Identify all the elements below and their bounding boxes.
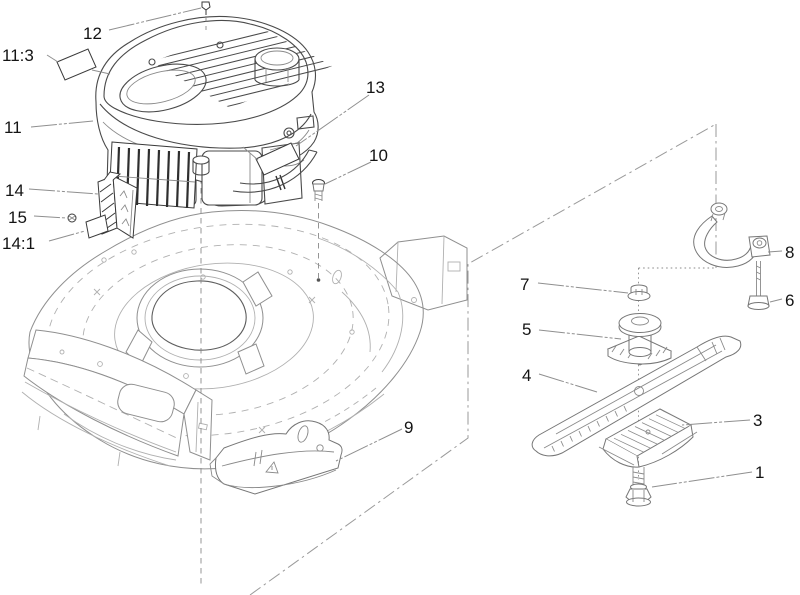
- deck-rear-bracket: [379, 235, 468, 311]
- callout-label-10: 10: [369, 146, 388, 165]
- callout-label-4: 4: [522, 366, 531, 385]
- leader-8: [767, 250, 783, 253]
- callout-label-9: 9: [404, 418, 413, 437]
- callout-label-12: 12: [83, 24, 102, 43]
- crankshaft-stub: [192, 155, 210, 176]
- callout-label-14-1: 14:1: [2, 234, 35, 253]
- callout-label-3: 3: [753, 411, 762, 430]
- leader-5: [538, 329, 622, 340]
- leader-7: [537, 282, 629, 294]
- callout-label-11: 11: [4, 118, 22, 137]
- leader-14-1: [48, 230, 86, 242]
- deck-screw-holes: [93, 249, 355, 434]
- callout-label-1: 1: [755, 463, 764, 482]
- callouts: 12 11:3 11 14 15 14:1 13 10 9 8 7 6 5 4 …: [2, 7, 794, 488]
- leader-3: [681, 419, 751, 426]
- leader-6: [769, 298, 783, 303]
- callout-label-13: 13: [366, 78, 385, 97]
- leader-10: [324, 161, 372, 185]
- callout-label-5: 5: [522, 320, 531, 339]
- screw-15-drawing: [67, 213, 77, 223]
- fuel-cap: [254, 47, 300, 87]
- leader-15: [33, 215, 67, 219]
- deck-front-bumper: [21, 329, 213, 467]
- bolt-10-drawing: [312, 179, 325, 201]
- nut-7-drawing: [627, 284, 651, 301]
- callout-label-7: 7: [520, 275, 529, 294]
- bolt-1-drawing: [625, 467, 652, 507]
- leader-9: [335, 428, 403, 462]
- leader-14: [28, 188, 99, 195]
- bracket-8-drawing: [693, 202, 771, 268]
- leader-12: [108, 7, 202, 31]
- callout-label-6: 6: [785, 291, 794, 310]
- brake-cable-arc: [232, 151, 318, 193]
- leader-11: [30, 120, 94, 128]
- decal-13-drawing: [242, 142, 300, 176]
- baffle-drawing: [209, 420, 343, 495]
- callout-label-8: 8: [785, 243, 794, 262]
- blade-drawing: [531, 335, 742, 457]
- leader-4: [538, 373, 598, 393]
- engine-drawing: [95, 15, 332, 209]
- deck-center-hole: [151, 280, 247, 351]
- bracket-14-drawing: [97, 171, 138, 239]
- leader-1: [651, 471, 753, 488]
- callout-label-15: 15: [8, 208, 27, 227]
- callout-label-11-3: 11:3: [2, 46, 34, 65]
- leader-13: [295, 94, 370, 147]
- decal-11-3-drawing: [56, 48, 111, 81]
- detail-boundary: [249, 123, 717, 595]
- blade-subassembly: [531, 202, 771, 507]
- plate-14-1-drawing: [85, 214, 109, 239]
- mower-deck-drawing: [21, 210, 468, 470]
- callout-label-14: 14: [5, 181, 24, 200]
- leader-11-3: [46, 54, 59, 63]
- blade-adapter-drawing: [606, 313, 673, 366]
- bolt-10-hole-dot: [316, 278, 321, 282]
- air-filter-box: [201, 150, 263, 206]
- bolt-6-drawing: [747, 261, 770, 310]
- screw-12-drawing: [201, 1, 211, 30]
